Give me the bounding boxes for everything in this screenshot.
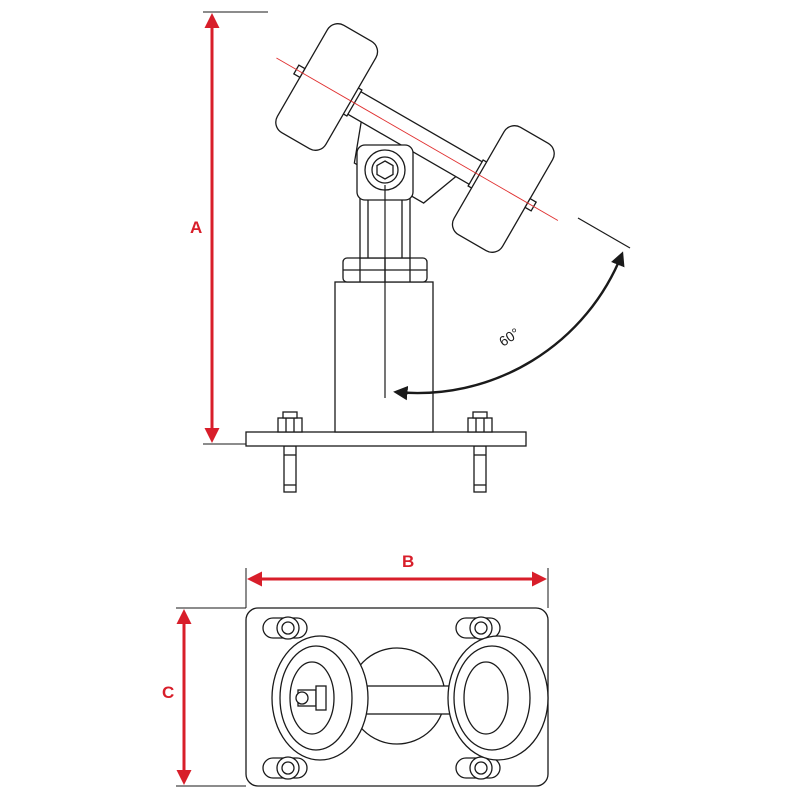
base-nut-left xyxy=(277,411,303,433)
side-view xyxy=(245,23,631,493)
dimension-b xyxy=(245,568,549,608)
top-roller-left xyxy=(271,635,369,761)
mounting-hole-bottom-left xyxy=(262,756,308,780)
dimension-a xyxy=(203,11,268,445)
dimension-c-label: C xyxy=(162,683,174,702)
roller-assembly xyxy=(275,23,559,253)
dimension-c xyxy=(176,607,246,787)
roller-axis-centerline xyxy=(276,57,559,221)
angle-label: 60° xyxy=(496,325,522,350)
mounting-stud-right xyxy=(473,445,487,493)
mounting-hole-top-left xyxy=(262,616,308,640)
swivel-pivot xyxy=(356,144,414,201)
base-plate xyxy=(245,431,527,447)
top-roller-right xyxy=(447,635,549,761)
angle-arc xyxy=(393,251,625,401)
top-view xyxy=(245,607,549,787)
dimension-a-label: A xyxy=(190,218,202,237)
column-tube xyxy=(334,281,434,433)
mounting-hole-bottom-right xyxy=(455,756,501,780)
tilt-reference-line xyxy=(577,217,631,249)
mounting-stud-left xyxy=(283,445,297,493)
dimension-b-label: B xyxy=(402,552,414,571)
mounting-hole-top-right xyxy=(455,616,501,640)
base-nut-right xyxy=(467,411,493,433)
